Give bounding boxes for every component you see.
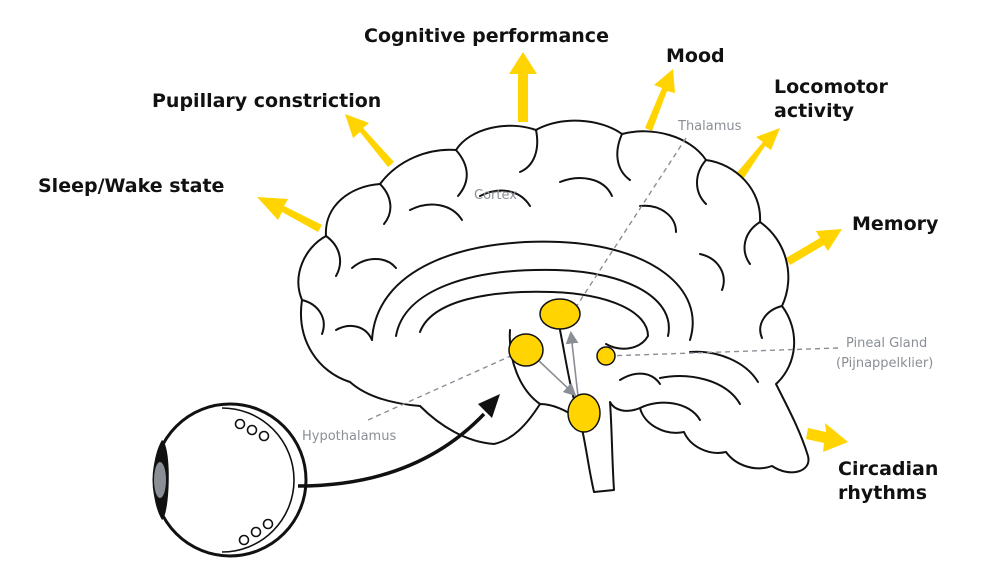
hypothalamus-leader [367,349,525,421]
pineal-gland-nucleus [596,346,616,366]
photoreceptor-dot [262,518,274,530]
label-cortex: Cortex [474,188,517,203]
hypothalamus-nucleus [508,333,544,367]
label-sleep-wake-state: Sleep/Wake state [38,175,224,197]
thalamus-leader [573,137,687,311]
label-cognitive-performance: Cognitive performance [364,25,609,47]
label-rhythms: rhythms [838,482,927,504]
photoreceptor-dot [238,534,250,546]
label-thalamus: Thalamus [677,119,742,134]
label-hypothalamus: Hypothalamus [302,429,396,444]
thalamus-nucleus [539,298,581,330]
label-pineal-gland: Pineal Gland [846,336,927,351]
region-labels: Thalamus Cortex Pineal Gland (Pijnappelk… [302,119,933,444]
arrow-cognitive [509,52,537,122]
arrow-up-to-thalamus [565,330,579,397]
nuclei [508,298,616,433]
photoreceptor-dot [250,526,262,538]
pineal-leader [605,347,839,357]
arrow-mood [645,69,675,131]
label-circadian: Circadian [838,458,938,480]
photoreceptor-dot [258,430,270,442]
arrow-pupillary [345,114,394,167]
label-memory: Memory [852,213,939,235]
yellow-arrows [257,52,848,452]
arrow-sleep [257,197,322,232]
optic-pathway-arrow [297,394,500,488]
eye-icon [152,402,308,558]
arrow-circadian [806,423,848,452]
photoreceptor-dot [246,424,258,436]
label-pijnappelklier: (Pijnappelklier) [836,356,933,371]
outcome-labels: Cognitive performance Mood Locomotor act… [38,25,939,504]
arrow-hypothalamus-to-nucleus [537,359,577,397]
label-mood: Mood [666,45,725,67]
label-activity: activity [774,100,855,122]
scn-nucleus [567,393,601,433]
arrow-memory [786,229,842,265]
grey-arrows [537,330,579,397]
leader-lines [367,137,839,421]
photoreceptor-dot [234,418,246,430]
label-pupillary-constriction: Pupillary constriction [152,90,381,112]
arrow-locomotor [735,128,780,181]
label-locomotor: Locomotor [774,76,888,98]
